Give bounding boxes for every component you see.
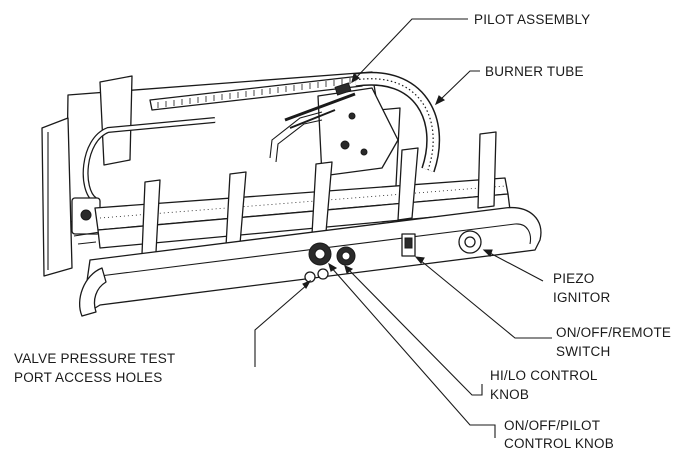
leader-lines — [254, 18, 552, 438]
leader-pilot-knob — [329, 265, 496, 438]
leader-pilot-assembly — [351, 18, 468, 83]
rear-pillar — [99, 75, 133, 166]
pilot-tube — [284, 92, 356, 122]
label-pilot-assembly: PILOT ASSEMBLY — [474, 12, 590, 27]
label-switch-line2: SWITCH — [556, 344, 610, 359]
rocker-switch — [401, 233, 416, 257]
label-hilo-line1: HI/LO CONTROL — [490, 368, 598, 383]
hi-lo-knob — [336, 246, 356, 266]
label-valve-ports-line1: VALVE PRESSURE TEST — [14, 351, 175, 366]
leader-hilo — [344, 265, 483, 396]
label-pilot-knob-line1: ON/OFF/PILOT — [504, 418, 600, 433]
label-switch-line1: ON/OFF/REMOTE — [556, 325, 671, 340]
leader-switch — [419, 259, 552, 339]
label-valve-ports-line2: PORT ACCESS HOLES — [14, 370, 162, 385]
pilot-bracket — [317, 87, 399, 177]
front-left-foot — [78, 267, 107, 317]
label-burner-tube: BURNER TUBE — [485, 64, 584, 79]
on-off-pilot-knob — [308, 242, 332, 266]
label-pilot-knob-line2: CONTROL KNOB — [504, 436, 614, 451]
leader-burner-tube — [439, 70, 480, 101]
leader-valve-ports — [254, 283, 309, 367]
test-port-hole-2 — [317, 268, 329, 280]
label-piezo-line2: IGNITOR — [553, 290, 610, 305]
vent-slots — [157, 78, 351, 108]
burner-assembly-drawing — [41, 71, 542, 317]
piezo-ignitor — [458, 230, 482, 254]
label-hilo-line2: KNOB — [490, 387, 529, 402]
callout-labels: PILOT ASSEMBLY BURNER TUBE PIEZO IGNITOR… — [14, 12, 671, 451]
left-bracket — [41, 117, 73, 277]
label-piezo-line1: PIEZO — [553, 271, 595, 286]
leader-piezo — [487, 251, 544, 282]
